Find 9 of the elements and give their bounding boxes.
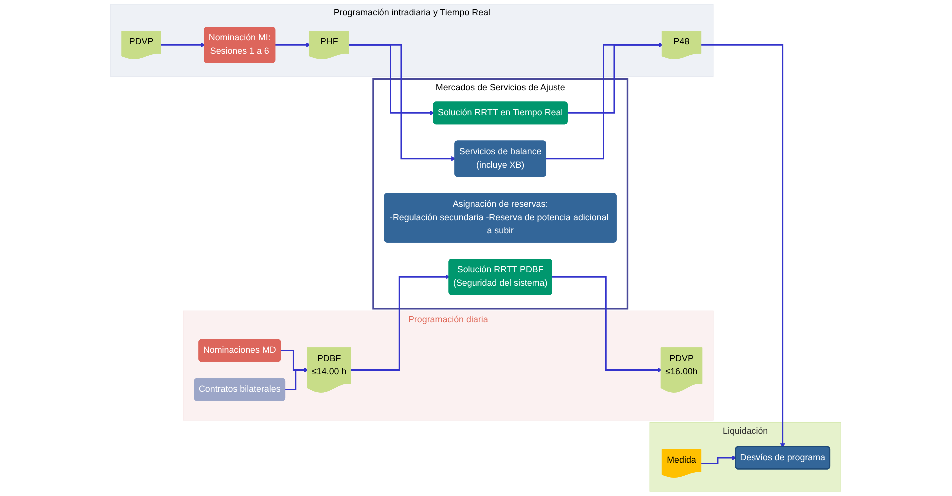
arrow: [351, 274, 450, 371]
arrow: [285, 368, 310, 390]
arrow: [546, 42, 664, 160]
arrow: [275, 42, 312, 48]
arrow: [552, 276, 663, 373]
arrow: [161, 42, 206, 48]
arrow: [701, 456, 738, 464]
arrow: [348, 44, 456, 162]
arrow: [701, 44, 786, 448]
